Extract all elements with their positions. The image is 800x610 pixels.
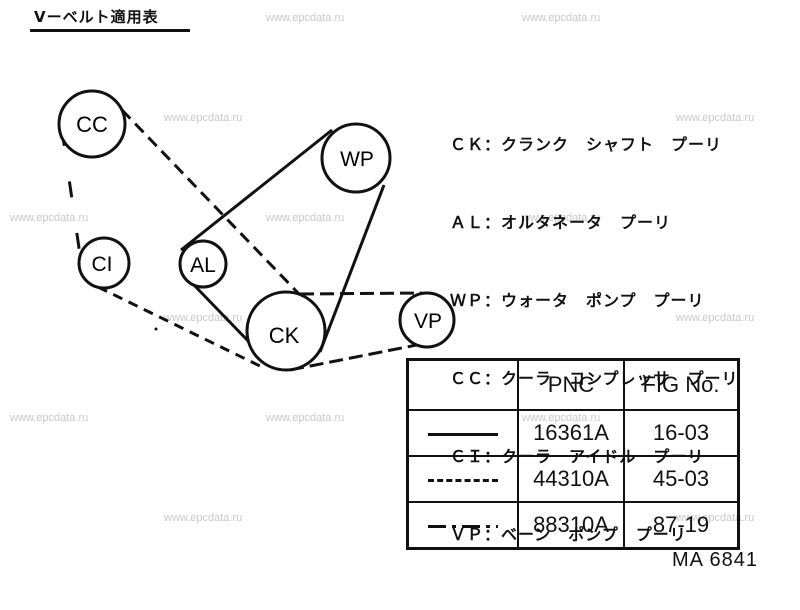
belt-dashdot-ck-vp-top [299,291,423,296]
pulley-vp-label: VP [414,310,442,333]
header-pnc: PNC [517,358,625,411]
watermark: www.epcdata.ru [522,212,601,224]
pulley-wp-label: WP [340,148,374,171]
table-row: 44310A 45-03 [406,455,740,503]
belt-solid-wp-al [180,128,333,252]
pulley-ck-label: CK [269,323,300,348]
belt-dashed-ci-ck [97,285,263,369]
table-row: 16361A 16-03 [406,409,740,457]
legend-item-al: ＡＬ：オルタネータ プーリ [450,213,672,232]
watermark: www.epcdata.ru [10,412,89,424]
stray-dot [154,327,158,331]
header-line-style [406,358,519,411]
line-style-dashdot [406,501,519,550]
fig-cell: 87-19 [623,501,740,550]
fig-cell: 16-03 [623,409,740,457]
fig-cell: 45-03 [623,455,740,503]
belt-dashed-cc-ci [60,129,82,256]
watermark: www.epcdata.ru [164,112,243,124]
title-underline [30,29,190,32]
figure-code: MA 6841 [672,549,758,571]
pnc-cell: 88310A [517,501,625,550]
watermark: www.epcdata.ru [266,412,345,424]
pulley-cc-label: CC [76,112,108,137]
line-style-dashed [406,455,519,503]
parts-table: PNC FIG No. 16361A 16-03 44310A 45-03 88… [406,358,740,550]
line-style-solid [406,409,519,457]
watermark: www.epcdata.ru [676,112,755,124]
pulley-ci: CI [77,236,131,290]
pulley-al: AL [178,239,228,289]
watermark: www.epcdata.ru [522,12,601,24]
pulley-vp: VP [398,291,456,349]
pulley-ck: CK [245,290,327,372]
watermark: www.epcdata.ru [266,212,345,224]
table-header-row: PNC FIG No. [406,358,740,411]
watermark: www.epcdata.ru [164,512,243,524]
watermark: www.epcdata.ru [266,12,345,24]
dashed-line-sample [428,478,498,482]
pulley-ci-label: CI [92,253,113,276]
pulley-cc: CC [57,89,127,159]
belt-dashdot-ck-vp-bottom [289,340,433,372]
legend-item-wp: ＷＰ：ウォータ ポンプ プーリ [450,291,705,310]
belt-solid-al-ck [190,281,254,347]
belt-dashed-cc-ck [120,108,302,297]
solid-line-sample [428,432,498,436]
pnc-cell: 16361A [517,409,625,457]
dashdot-line-sample [428,524,498,528]
header-fig-no: FIG No. [623,358,740,411]
pulley-wp: WP [320,122,392,194]
watermark: www.epcdata.ru [676,312,755,324]
belt-solid-wp-ck [318,184,386,353]
pnc-cell: 44310A [517,455,625,503]
pulley-al-label: AL [190,254,216,277]
table-row: 88310A 87-19 [406,501,740,550]
legend-item-ck: ＣＫ：クランク シャフト プーリ [450,135,723,154]
page-title: Vーベルト適用表 [34,8,159,26]
watermark: www.epcdata.ru [10,212,89,224]
